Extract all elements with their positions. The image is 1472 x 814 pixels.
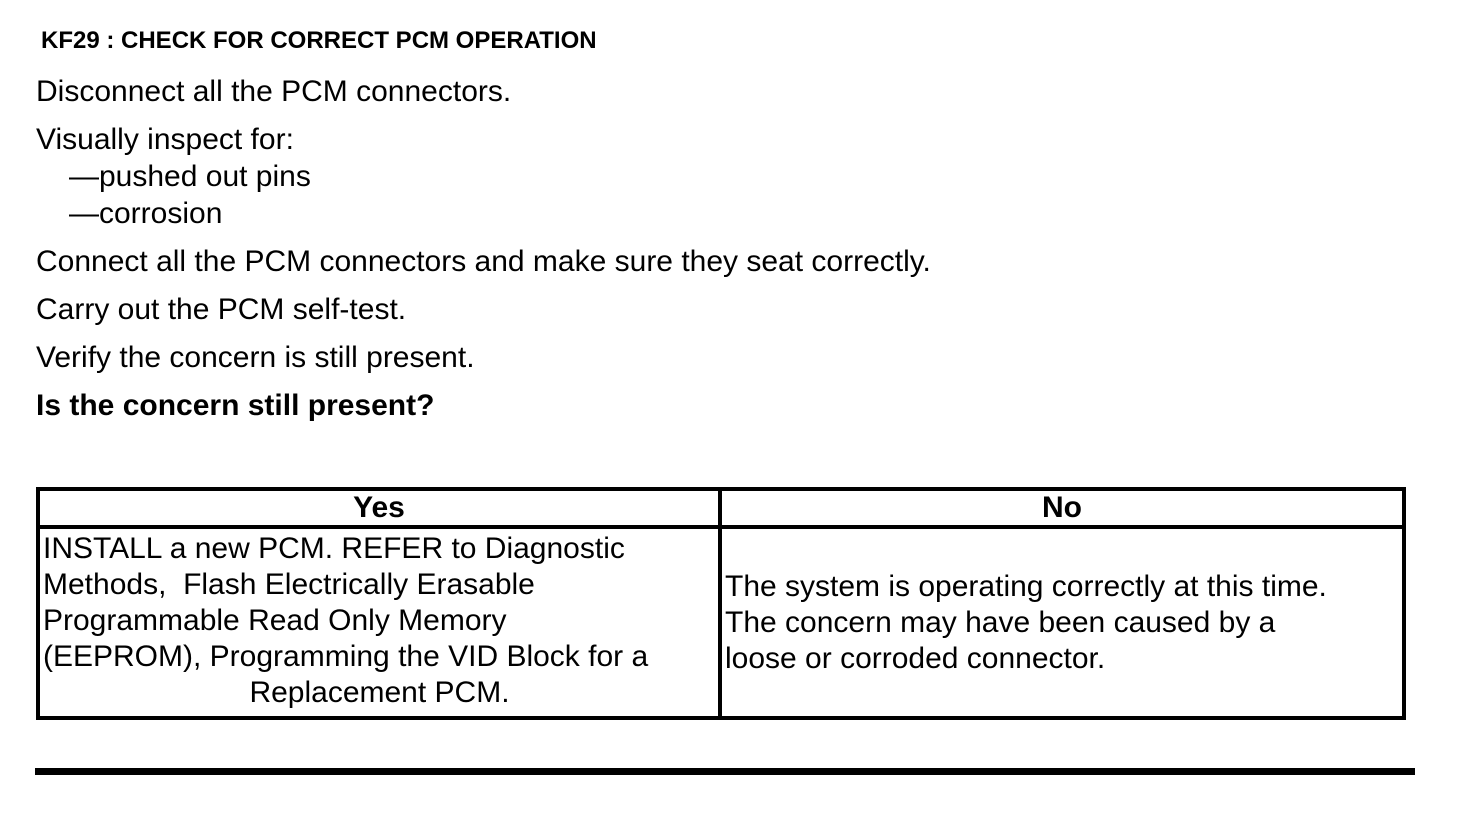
table-header-row: Yes No (36, 487, 1406, 529)
yes-action-line: INSTALL a new PCM. REFER to Diagnostic (43, 532, 625, 565)
table-body-row: INSTALL a new PCM. REFER to Diagnostic M… (36, 525, 1406, 720)
no-action-line: The system is operating correctly at thi… (725, 569, 1327, 603)
step-connect: Connect all the PCM connectors and make … (36, 245, 931, 278)
no-action-line: loose or corroded connector. (725, 641, 1106, 675)
no-column-header: No (718, 487, 1406, 529)
decision-question: Is the concern still present? (36, 389, 435, 422)
inspect-item-corrosion: —corrosion (69, 197, 223, 230)
yes-column-header: Yes (36, 487, 722, 529)
step-self-test: Carry out the PCM self-test. (36, 293, 407, 326)
step-disconnect: Disconnect all the PCM connectors. (36, 75, 512, 108)
no-action-cell: The system is operating correctly at thi… (718, 525, 1406, 720)
yes-action-line: Programmable Read Only Memory (43, 604, 507, 637)
no-action-line: The concern may have been caused by a (725, 605, 1276, 639)
yes-action-line: Methods, Flash Electrically Erasable (43, 568, 535, 601)
inspect-item-pushed-out-pins: —pushed out pins (69, 160, 311, 193)
horizontal-rule (35, 768, 1415, 775)
decision-table: Yes No INSTALL a new PCM. REFER to Diagn… (36, 487, 1406, 720)
procedure-heading: KF29 : CHECK FOR CORRECT PCM OPERATION (41, 27, 597, 54)
yes-action-cell: INSTALL a new PCM. REFER to Diagnostic M… (36, 525, 722, 720)
yes-action-line: (EEPROM), Programming the VID Block for … (43, 640, 649, 673)
yes-action-line: Replacement PCM. (249, 676, 510, 709)
step-inspect-intro: Visually inspect for: (36, 123, 294, 156)
step-verify: Verify the concern is still present. (36, 341, 475, 374)
